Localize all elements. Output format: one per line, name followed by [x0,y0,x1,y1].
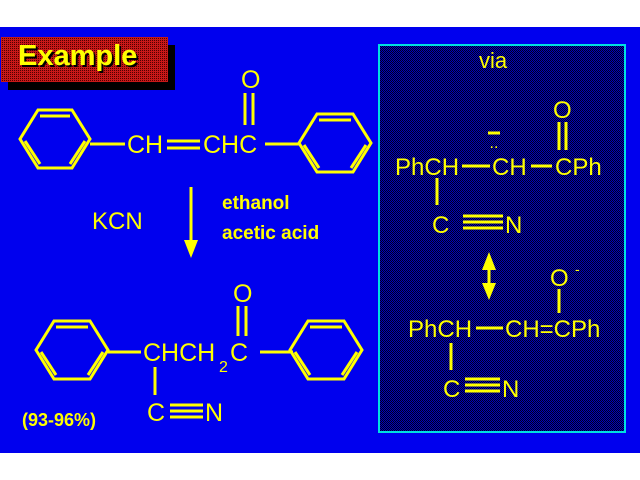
reaction-arrow-icon [184,187,198,258]
product-nitrile-n: N [205,399,223,427]
product-nitrile-c: C [147,399,165,427]
benzene-ring-icon [288,319,364,381]
s2-charge: - [575,261,580,277]
benzene-ring-icon [297,112,373,174]
s2-nitrile-c: C [443,376,460,403]
yield-label: (93-96%) [22,410,96,430]
lone-pair: .. [490,135,499,152]
resonance-arrow-icon [482,252,496,300]
reactant-chc: CHC [203,131,257,159]
solvent-acetic-acid: acetic acid [222,223,319,244]
product-subscript: 2 [219,359,228,376]
s1-phch: PhCH [395,154,459,181]
product-oxygen: O [233,280,252,308]
s1-oxygen: O [553,97,572,124]
product-carbonyl-c: C [230,339,248,367]
title-box: Example [1,37,175,90]
reactant: CH CHC O [18,66,373,174]
solvent-ethanol: ethanol [222,193,290,214]
reactant-oxygen: O [241,66,260,94]
s2-nitrile-n: N [502,376,519,403]
via-heading: via [479,48,508,73]
reagent-kcn: KCN [92,208,143,235]
s1-ch: CH [492,154,527,181]
benzene-ring-icon [34,319,110,381]
s1-nitrile-n: N [505,212,522,239]
via-box: via PhCH CH CPh .. O C N O - PhCH [378,44,626,433]
benzene-ring-icon [18,108,92,170]
product: CHCH 2 C O C N (93-96%) [22,280,364,430]
reactant-ch: CH [127,131,163,159]
s2-ch-cph: CH=CPh [505,316,600,343]
s2-phch: PhCH [408,316,472,343]
product-chch: CHCH [143,339,215,367]
s1-cph: CPh [555,154,602,181]
intermediate-structure-2: O - PhCH CH=CPh C N [408,261,600,403]
title: Example [18,40,137,72]
intermediate-structure-1: PhCH CH CPh .. O C N [395,97,602,239]
s2-oxygen: O [550,265,569,292]
s1-nitrile-c: C [432,212,449,239]
